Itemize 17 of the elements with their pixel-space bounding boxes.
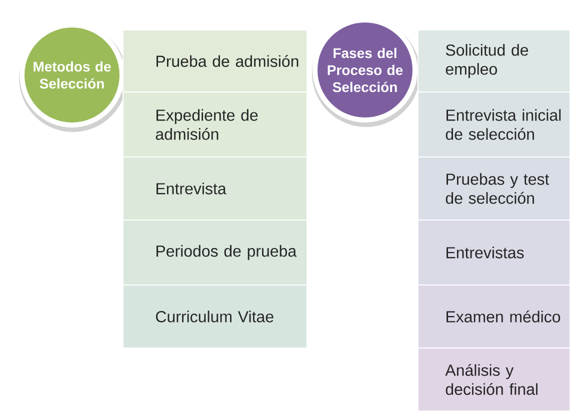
- list-item-box: Análisis y decisión final: [418, 347, 570, 411]
- list-item-box: Entrevistas: [418, 220, 570, 286]
- list-item-box: Solicitud de empleo: [418, 30, 570, 92]
- list-item-box: Curriculum Vitae: [122, 284, 308, 348]
- list-item-box: Prueba de admisión: [122, 30, 308, 92]
- list-item-box: Periodos de prueba: [122, 220, 308, 286]
- list-item-box: Examen médico: [418, 284, 570, 348]
- list-item-box: Expediente de admisión: [122, 92, 308, 158]
- node-label: Solicitud de empleo: [446, 44, 528, 78]
- list-item-box: Entrevista inicial de selección: [418, 92, 570, 158]
- node-label: Examen médico: [446, 310, 560, 322]
- node-label: Pruebas y test de selección: [446, 173, 550, 204]
- list-item-box: Pruebas y test de selección: [418, 156, 570, 220]
- node-label: Análisis y decisión final: [445, 364, 538, 395]
- node-label: Entrevistas: [446, 246, 524, 258]
- list-item-box: Entrevista: [122, 156, 308, 220]
- node-label: Entrevista inicial de selección: [446, 109, 561, 140]
